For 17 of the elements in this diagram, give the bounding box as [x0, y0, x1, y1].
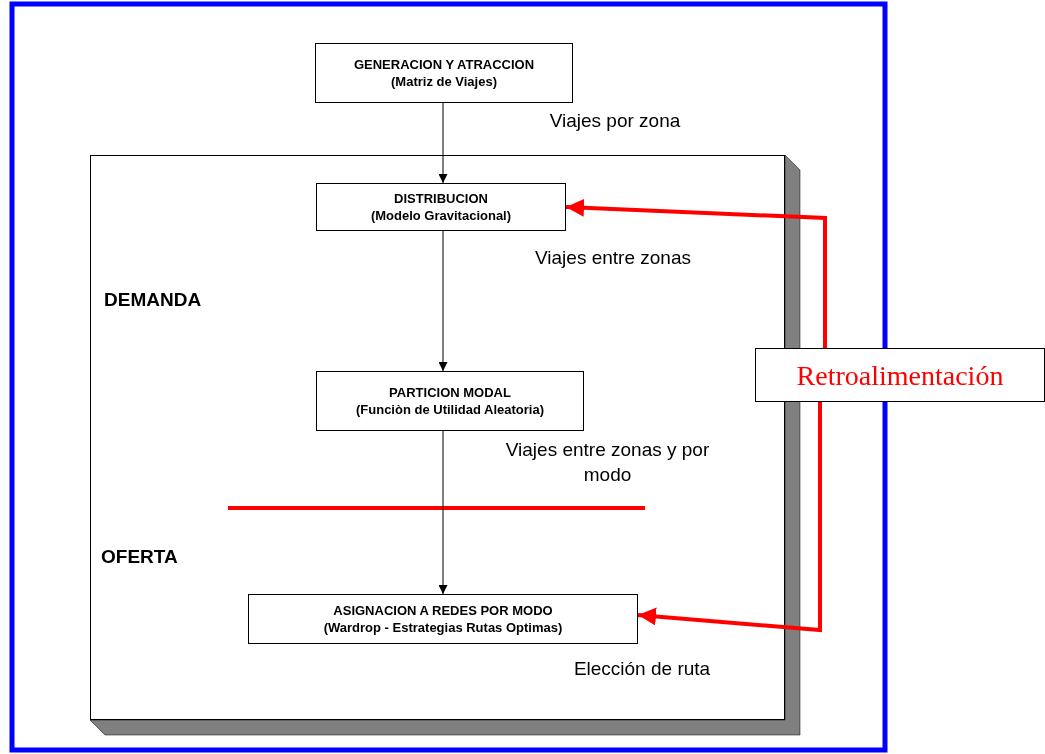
flow-label: Elección de ruta — [572, 657, 712, 681]
process-box: PARTICION MODAL (Funciòn de Utilidad Aleatoria) — [316, 371, 584, 431]
arrow — [438, 230, 448, 372]
section-label: DEMANDA — [104, 289, 202, 311]
feedback-box: Retroalimentación — [755, 348, 1045, 402]
process-box: ASIGNACION A REDES POR MODO (Wardrop - Estrategias Rutas Optimas) — [248, 594, 638, 644]
arrow — [438, 430, 448, 595]
arrow — [637, 402, 822, 633]
process-box: DISTRIBUCION (Modelo Gravitacional) — [316, 183, 566, 231]
flow-label: Viajes entre zonas — [534, 246, 692, 270]
flow-label: Viajes por zona — [548, 109, 682, 133]
panel — [90, 155, 785, 720]
arrow — [438, 102, 448, 184]
flow-label: Viajes entre zonas y por modo — [505, 438, 710, 487]
section-label: OFERTA — [101, 546, 178, 568]
process-box: GENERACION Y ATRACCION (Matriz de Viajes) — [315, 43, 573, 103]
arrow — [565, 198, 827, 348]
